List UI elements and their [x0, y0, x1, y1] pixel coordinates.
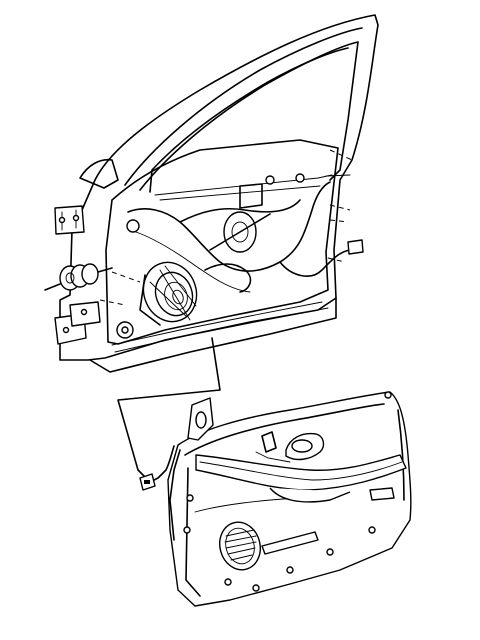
wiring-harness — [127, 173, 364, 293]
door-speaker — [139, 261, 198, 326]
window-frame — [124, 27, 363, 201]
trim-connector — [139, 445, 175, 491]
trim-speaker-grille — [219, 521, 319, 571]
door-check-spring — [44, 263, 113, 291]
window-regulator — [116, 211, 271, 339]
armrest — [195, 454, 407, 503]
alignment-lines — [99, 149, 353, 483]
inner-door-handle — [255, 431, 325, 463]
door-frame — [59, 14, 379, 373]
lower-hinge — [54, 301, 101, 345]
upper-hinge — [54, 205, 85, 235]
